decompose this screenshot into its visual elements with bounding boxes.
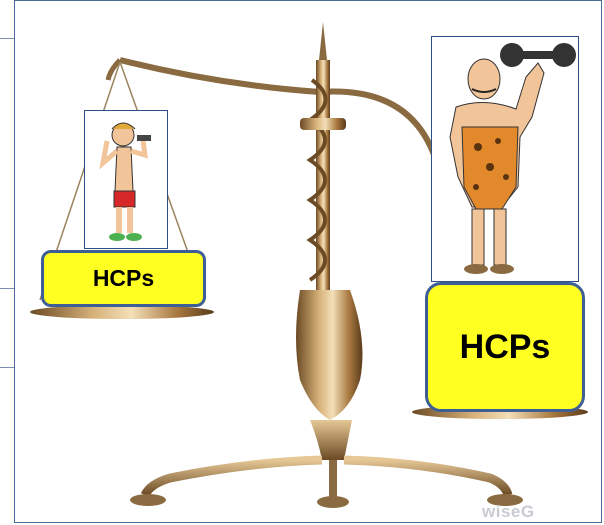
skinny-man-illustration	[84, 110, 168, 249]
scale-beam	[120, 60, 440, 175]
watermark-text: wiseG	[482, 502, 535, 522]
left-hcps-label: HCPs	[41, 250, 206, 307]
strongman-illustration	[431, 36, 579, 282]
right-hcps-label: HCPs	[425, 282, 585, 412]
left-pan	[30, 305, 214, 319]
